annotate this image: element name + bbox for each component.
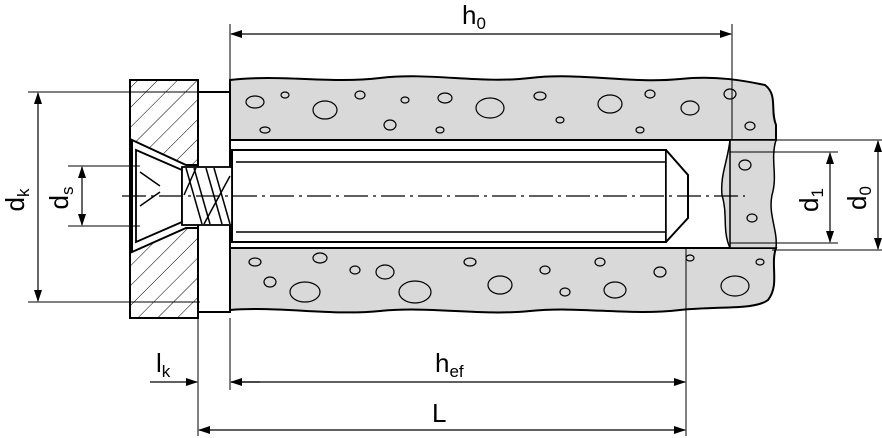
label-ds: ds — [44, 187, 77, 210]
pebbles-upper — [245, 88, 756, 134]
label-d1: d1 — [794, 188, 827, 212]
concrete-lower — [229, 247, 778, 314]
label-dk: dk — [0, 188, 33, 211]
label-hef: hef — [435, 348, 464, 381]
extension-lines — [28, 24, 882, 436]
label-L: L — [432, 398, 446, 428]
pebbles-lower — [248, 252, 765, 304]
hole-end — [720, 139, 778, 249]
label-lk: lk — [156, 348, 171, 381]
concrete-upper — [229, 75, 777, 141]
label-d0: d0 — [842, 186, 875, 210]
label-h0: h0 — [462, 0, 486, 33]
